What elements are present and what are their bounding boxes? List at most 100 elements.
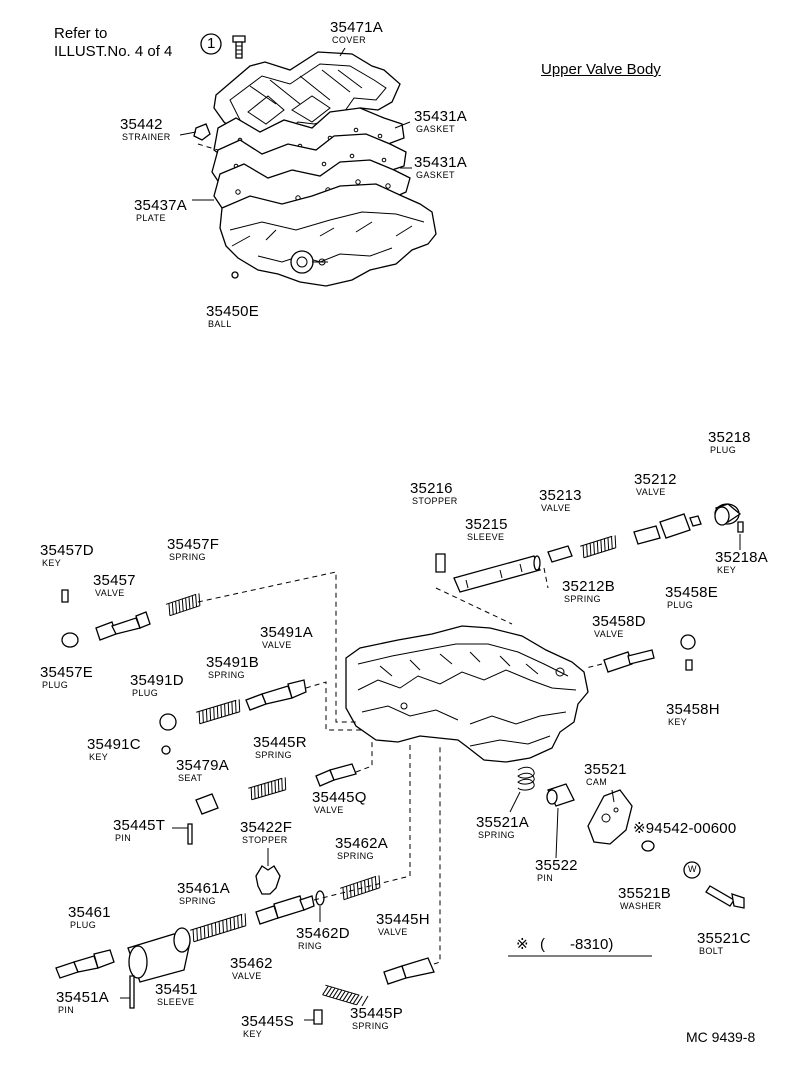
part-number-35437A: 35437A [134, 197, 187, 214]
part-number-35458H: 35458H [666, 701, 720, 718]
stopper-35216-part [436, 554, 445, 572]
part-number-35450E: 35450E [206, 303, 259, 320]
lower-valve-body-part [346, 626, 588, 762]
key-35491C-part [162, 746, 170, 754]
part-name-35218: PLUG [710, 445, 737, 455]
bolt-ref-icon [201, 34, 245, 58]
section-title: Upper Valve Body [541, 61, 661, 78]
part-name-35462A: SPRING [337, 851, 374, 861]
part-name-35218A: KEY [717, 565, 737, 575]
sleeve-35451-part [128, 928, 190, 982]
part-name-35521A: SPRING [478, 830, 515, 840]
part-name-35215: SLEEVE [467, 532, 505, 542]
dash-35445Q [356, 738, 372, 772]
valve-35457-part [96, 612, 150, 640]
part-name-35450E: BALL [208, 319, 232, 329]
dash-35445H [434, 744, 440, 964]
plug-35461-part [56, 950, 114, 978]
part-name-35457E: PLUG [42, 680, 69, 690]
part-name-35479A: SEAT [178, 773, 203, 783]
plug-35458E-part [681, 635, 695, 649]
part-name-35457F: SPRING [169, 552, 206, 562]
part-number-35431A1: 35431A [414, 108, 467, 125]
key-35458H-part [686, 660, 692, 670]
spring-35462A-coil [343, 875, 380, 899]
spring-35445R-coil [251, 777, 286, 799]
part-name-35522: PIN [537, 873, 554, 883]
part-number-35521A: 35521A [476, 814, 529, 831]
leader-35522 [556, 808, 558, 858]
footnote-symbol: ※ [516, 936, 529, 953]
part-name-35457: VALVE [95, 588, 125, 598]
spring-35461A-outline [190, 914, 246, 941]
spring-35457F-part [166, 593, 200, 615]
part-number-35445P: 35445P [350, 1005, 403, 1022]
leader-35471A [340, 48, 345, 56]
part-name-35491B: SPRING [208, 670, 245, 680]
part-name-35445P: SPRING [352, 1021, 389, 1031]
part-name-35431A1: GASKET [416, 124, 455, 134]
part-name-35458H: KEY [668, 717, 688, 727]
part-name-35451: SLEEVE [157, 997, 195, 1007]
part-number-35521B: 35521B [618, 885, 671, 902]
part-number-35218A: 35218A [715, 549, 768, 566]
part-number-35479A: 35479A [176, 757, 229, 774]
spring-35462A-part [340, 875, 380, 899]
leader-35521 [612, 790, 614, 802]
part-name-35461A: SPRING [179, 896, 216, 906]
key-35218A-part [738, 522, 743, 532]
strainer-part [194, 124, 210, 140]
key-35445S-part [314, 1010, 322, 1024]
circle-number: 1 [207, 35, 216, 52]
part-name-35491C: KEY [89, 752, 109, 762]
footnote-text: ( -8310) [540, 936, 614, 953]
stopper-35422F-part [256, 866, 280, 894]
leader-35521A [510, 792, 520, 812]
part-number-35422F: 35422F [240, 819, 293, 836]
spring-35457F-outline [166, 594, 200, 615]
part-name-35521C: BOLT [699, 946, 724, 956]
part-name-35462: VALVE [232, 971, 262, 981]
part-name-35471A: COVER [332, 35, 367, 45]
spring-35491B-part [196, 699, 239, 723]
part-number-35522: 35522 [535, 857, 578, 874]
valve-35445Q-part [316, 764, 356, 786]
part-name-35431A2: GASKET [416, 170, 455, 180]
part-name-35445T: PIN [115, 833, 132, 843]
spring-35521A-part [518, 767, 534, 790]
dash-35216 [436, 588, 512, 624]
part-name-35445S: KEY [243, 1029, 263, 1039]
valve-35491A-part [246, 680, 306, 710]
part-name-35458E: PLUG [667, 600, 694, 610]
sleeve-35215-part [454, 556, 540, 592]
valve-35458D-part [604, 650, 654, 672]
spring-35461A-coil [193, 913, 246, 941]
seat-35479A-part [196, 794, 218, 814]
part-number-35471A: 35471A [330, 19, 383, 36]
part-number-35461: 35461 [68, 904, 111, 921]
washer-35521B-part [642, 841, 654, 851]
part-name-35461: PLUG [70, 920, 97, 930]
leader-35442-dash [198, 144, 218, 150]
part-number-35431A2: 35431A [414, 154, 467, 171]
part-number-35451A: 35451A [56, 989, 109, 1006]
part-name-35458D: VALVE [594, 629, 624, 639]
part-number-35521C: 35521C [697, 930, 751, 947]
spring-35212B-outline [580, 536, 616, 557]
plug-35491D-part [160, 714, 176, 730]
bolt-35521C-part [706, 886, 744, 908]
w-symbol: W [688, 864, 697, 874]
spring-35445P-coil [323, 986, 363, 1005]
leader-35442 [180, 132, 196, 135]
part-name-35462D: RING [298, 941, 323, 951]
part-name-35445Q: VALVE [314, 805, 344, 815]
part-name-35445R: SPRING [255, 750, 292, 760]
spring-35457F-coil [169, 593, 200, 615]
leader-35445P [362, 996, 368, 1006]
spring-35461A-part [190, 913, 246, 941]
valve-35213-part [548, 546, 572, 562]
valve-35445H-part [384, 958, 434, 984]
part-number-35445S: 35445S [241, 1013, 294, 1030]
part-number-35218: 35218 [708, 429, 751, 446]
